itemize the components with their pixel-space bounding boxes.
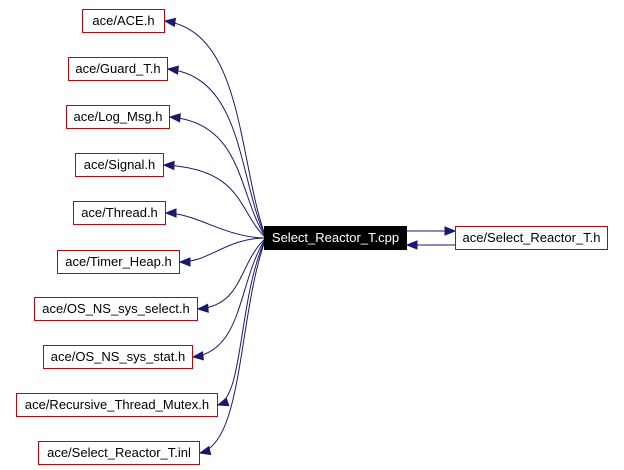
edge-arrowhead [444,226,457,236]
edge-line [192,237,267,358]
node-ace-timer-heap-h[interactable]: ace/Timer_Heap.h [57,250,180,274]
edge-line [165,212,267,239]
node-ace-thread-h[interactable]: ace/Thread.h [73,201,166,225]
edge-arrowhead [198,445,212,456]
node-ace-recursive-thread-mutex-h[interactable]: ace/Recursive_Thread_Mutex.h [16,393,218,417]
node-ace-signal-h[interactable]: ace/Signal.h [75,153,164,177]
edge-arrowhead [196,303,209,313]
edge-arrowhead [163,17,177,28]
edge-arrowhead [191,351,204,361]
edge-arrowhead [178,257,191,267]
node-ace-os-ns-sys-stat-h[interactable]: ace/OS_NS_sys_stat.h [43,345,193,369]
edge-arrowhead [162,160,175,171]
edge-line [217,237,267,406]
edge-line [163,164,267,239]
edge-arrowhead [168,113,181,123]
edge-arrowhead [166,65,179,75]
edge-line [169,116,267,239]
node-ace-guard-t-h[interactable]: ace/Guard_T.h [68,57,168,81]
node-ace-select-reactor-t-inl[interactable]: ace/Select_Reactor_T.inl [38,441,200,465]
node-ace-select-reactor-t-h[interactable]: ace/Select_Reactor_T.h [455,226,608,250]
node-ace-ace-h[interactable]: ace/ACE.h [82,9,165,33]
edge-arrowhead [216,397,230,407]
edge-arrowhead [405,240,418,250]
node-ace-os-ns-sys-select-h[interactable]: ace/OS_NS_sys_select.h [34,297,198,321]
node-ace-log-msg-h[interactable]: ace/Log_Msg.h [66,105,170,129]
edge-line [164,20,267,239]
edge-line [197,237,267,310]
edge-line [167,68,267,239]
node-select-reactor-t-cpp[interactable]: Select_Reactor_T.cpp [264,226,407,250]
edge-line [199,237,267,454]
edge-arrowhead [164,208,177,218]
edge-line [179,237,267,263]
